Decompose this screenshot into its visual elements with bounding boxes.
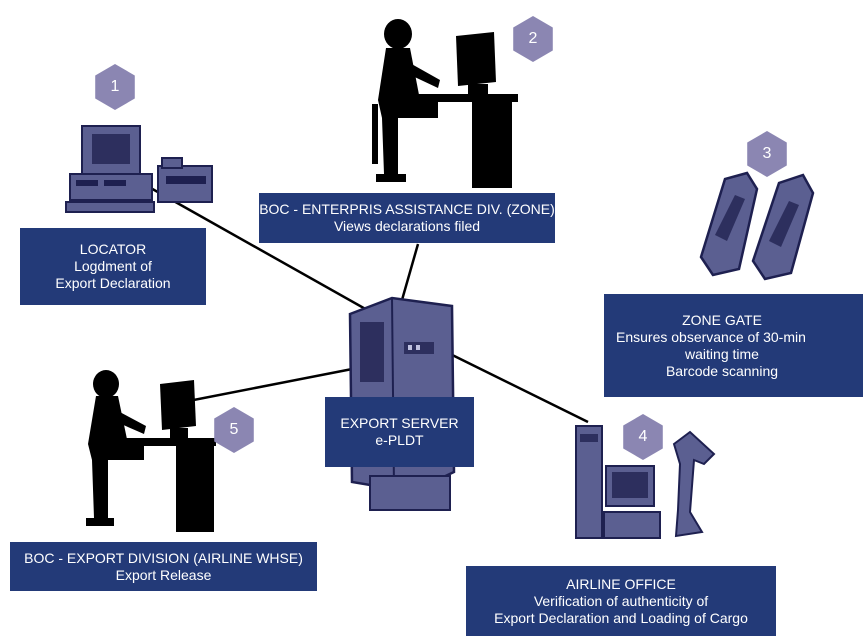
- workstation-scanner-icon: [575, 425, 716, 539]
- node-export-server: EXPORT SERVER e-PLDT: [325, 397, 474, 467]
- node-airline-office: AIRLINE OFFICE Verification of authentic…: [466, 566, 776, 636]
- node-locator-line: Logdment of: [74, 258, 152, 274]
- node-locator-line: Export Declaration: [55, 275, 171, 291]
- node-locator-title: LOCATOR: [79, 241, 147, 257]
- node-enterprise: BOC - ENTERPRIS ASSISTANCE DIV. (ZONE) V…: [259, 193, 555, 243]
- node-export-division-line: Export Release: [115, 566, 212, 583]
- node-export-division: BOC - EXPORT DIVISION (AIRLINE WHSE) Exp…: [10, 542, 317, 591]
- node-zone-gate-title: ZONE GATE: [682, 311, 762, 328]
- line-airline-server: [431, 343, 589, 424]
- node-locator: LOCATOR Logdment of Export Declaration: [20, 228, 206, 305]
- node-airline-office-line: Verification of authenticity of: [533, 592, 709, 609]
- node-export-division-title: BOC - EXPORT DIVISION (AIRLINE WHSE): [24, 549, 303, 566]
- node-enterprise-title: BOC - ENTERPRIS ASSISTANCE DIV. (ZONE): [259, 201, 555, 217]
- node-enterprise-line: Views declarations filed: [333, 218, 481, 234]
- node-zone-gate: ZONE GATE Ensures observance of 30-min w…: [604, 294, 863, 397]
- node-airline-office-line: Export Declaration and Loading of Cargo: [494, 609, 748, 626]
- node-export-server-line: e-PLDT: [375, 432, 424, 448]
- node-export-server-title: EXPORT SERVER: [340, 415, 459, 431]
- node-zone-gate-line: Ensures observance of 30-min: [616, 328, 806, 345]
- node-airline-office-title: AIRLINE OFFICE: [566, 575, 676, 592]
- step-badge-2: 2: [513, 16, 553, 62]
- node-zone-gate-line: Barcode scanning: [665, 362, 779, 379]
- step-badge-3: 3: [747, 131, 787, 177]
- woman-at-computer-icon: [372, 19, 518, 188]
- step-badge-4: 4: [623, 414, 663, 460]
- line-locator-server: [139, 180, 386, 322]
- node-zone-gate-line: waiting time: [685, 345, 759, 362]
- desktop-computer-icon: [65, 125, 213, 213]
- woman-at-computer-icon: [86, 370, 216, 532]
- line-enterprise-server: [400, 243, 420, 301]
- barcode-scanner-icon: [699, 171, 815, 281]
